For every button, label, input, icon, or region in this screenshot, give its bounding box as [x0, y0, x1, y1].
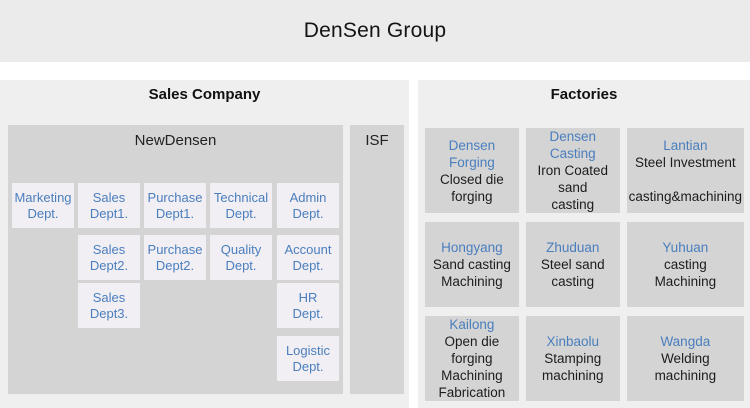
- dept-label: Purchase: [147, 189, 203, 205]
- factory-line: machining: [654, 368, 717, 383]
- dept-sales2: Sales Dept2.: [78, 235, 140, 280]
- factory-name: Xinbaolu: [546, 334, 600, 349]
- dept-label: Dept2.: [155, 257, 195, 273]
- dept-label: Dept.: [292, 205, 324, 221]
- dept-label: Dept.: [292, 358, 324, 374]
- dept-label: Quality: [220, 241, 262, 257]
- sales-company-title: Sales Company: [148, 86, 261, 103]
- factories-grid: Densen Forging Closed die forging Densen…: [425, 128, 744, 401]
- factory-name: Densen Forging: [448, 137, 496, 170]
- dept-label: Dept.: [225, 205, 257, 221]
- dept-label: Purchase: [147, 241, 203, 257]
- factory-line: Closed die forging: [440, 171, 504, 204]
- dept-label: Marketing: [14, 189, 72, 205]
- factory-line: Machining: [441, 368, 503, 383]
- factory-name: Densen Casting: [549, 129, 597, 161]
- dept-marketing: Marketing Dept.: [12, 183, 74, 228]
- dept-label: Dept1.: [89, 205, 129, 221]
- factory-line: Machining: [654, 274, 717, 289]
- factory-yuhuan: Yuhuan casting Machining: [626, 222, 744, 307]
- dept-logistic: Logistic Dept.: [277, 336, 339, 381]
- dept-sales3: Sales Dept3.: [78, 283, 140, 328]
- factory-line: casting: [663, 257, 707, 272]
- factory-line: Machining: [441, 274, 503, 289]
- sales-company-panel: Sales Company NewDensen ISF Marketing De…: [0, 80, 409, 408]
- factory-line: [683, 171, 687, 188]
- dept-label: Dept3.: [89, 305, 129, 321]
- dept-sales1: Sales Dept1.: [78, 183, 140, 228]
- dept-label: Dept.: [292, 305, 324, 321]
- factory-line: Fabrication: [438, 385, 506, 400]
- dept-technical: Technical Dept.: [210, 183, 272, 228]
- page-title: DenSen Group: [303, 19, 447, 42]
- dept-label: Account: [284, 241, 332, 257]
- factory-name: Yuhuan: [662, 240, 709, 255]
- dept-label: Logistic: [285, 342, 331, 358]
- factory-name: Hongyang: [441, 240, 503, 255]
- factory-line: Open die forging: [444, 334, 500, 366]
- dept-label: Dept.: [27, 205, 59, 221]
- factory-line: Steel Investment: [635, 154, 736, 170]
- factory-line: Sand casting: [432, 257, 511, 272]
- factory-hongyang: Hongyang Sand casting Machining: [425, 222, 519, 307]
- dept-label: Technical: [213, 189, 269, 205]
- dept-label: Dept1.: [155, 205, 195, 221]
- dept-label: Admin: [289, 189, 327, 205]
- factory-name: Wangda: [660, 334, 711, 349]
- dept-hr: HR Dept.: [277, 283, 339, 328]
- group-header: DenSen Group: [0, 0, 750, 62]
- factory-name: Lantian: [663, 137, 708, 153]
- factory-line: casting&machining: [628, 188, 742, 204]
- dept-label: Sales: [92, 289, 126, 305]
- factory-lantian: Lantian Steel Investment casting&machini…: [626, 128, 744, 213]
- factory-densen-casting: Densen Casting Iron Coated sand casting: [525, 128, 620, 213]
- dept-purchase2: Purchase Dept2.: [144, 235, 206, 280]
- factory-line: Welding: [661, 351, 710, 366]
- dept-purchase1: Purchase Dept1.: [144, 183, 206, 228]
- dept-label: HR: [298, 289, 318, 305]
- factories-panel: Factories Densen Forging Closed die forg…: [418, 80, 750, 408]
- factory-line: casting: [551, 197, 595, 212]
- factory-line: machining: [541, 368, 604, 383]
- factory-line: Steel sand casting: [540, 257, 605, 289]
- dept-account: Account Dept.: [277, 235, 339, 280]
- factory-zhuduan: Zhuduan Steel sand casting: [525, 222, 620, 307]
- isf-box: ISF: [350, 125, 404, 394]
- factories-title: Factories: [550, 86, 618, 103]
- dept-admin: Admin Dept.: [277, 183, 339, 228]
- dept-label: Dept.: [225, 257, 257, 273]
- factory-wangda: Wangda Welding machining: [626, 316, 744, 401]
- dept-quality: Quality Dept.: [210, 235, 272, 280]
- factory-kailong: Kailong Open die forging Machining Fabri…: [425, 316, 519, 401]
- factory-name: Kailong: [449, 317, 495, 332]
- factory-line: Iron Coated sand: [537, 163, 609, 195]
- dept-label: Dept.: [292, 257, 324, 273]
- newdensen-label: NewDensen: [134, 132, 217, 149]
- factory-densen-forging: Densen Forging Closed die forging: [425, 128, 519, 213]
- factory-line: Stamping: [544, 351, 602, 366]
- dept-label: Sales: [92, 189, 126, 205]
- dept-label: Sales: [92, 241, 126, 257]
- factory-name: Zhuduan: [546, 240, 600, 255]
- isf-label: ISF: [365, 132, 389, 149]
- factory-xinbaolu: Xinbaolu Stamping machining: [525, 316, 620, 401]
- dept-label: Dept2.: [89, 257, 129, 273]
